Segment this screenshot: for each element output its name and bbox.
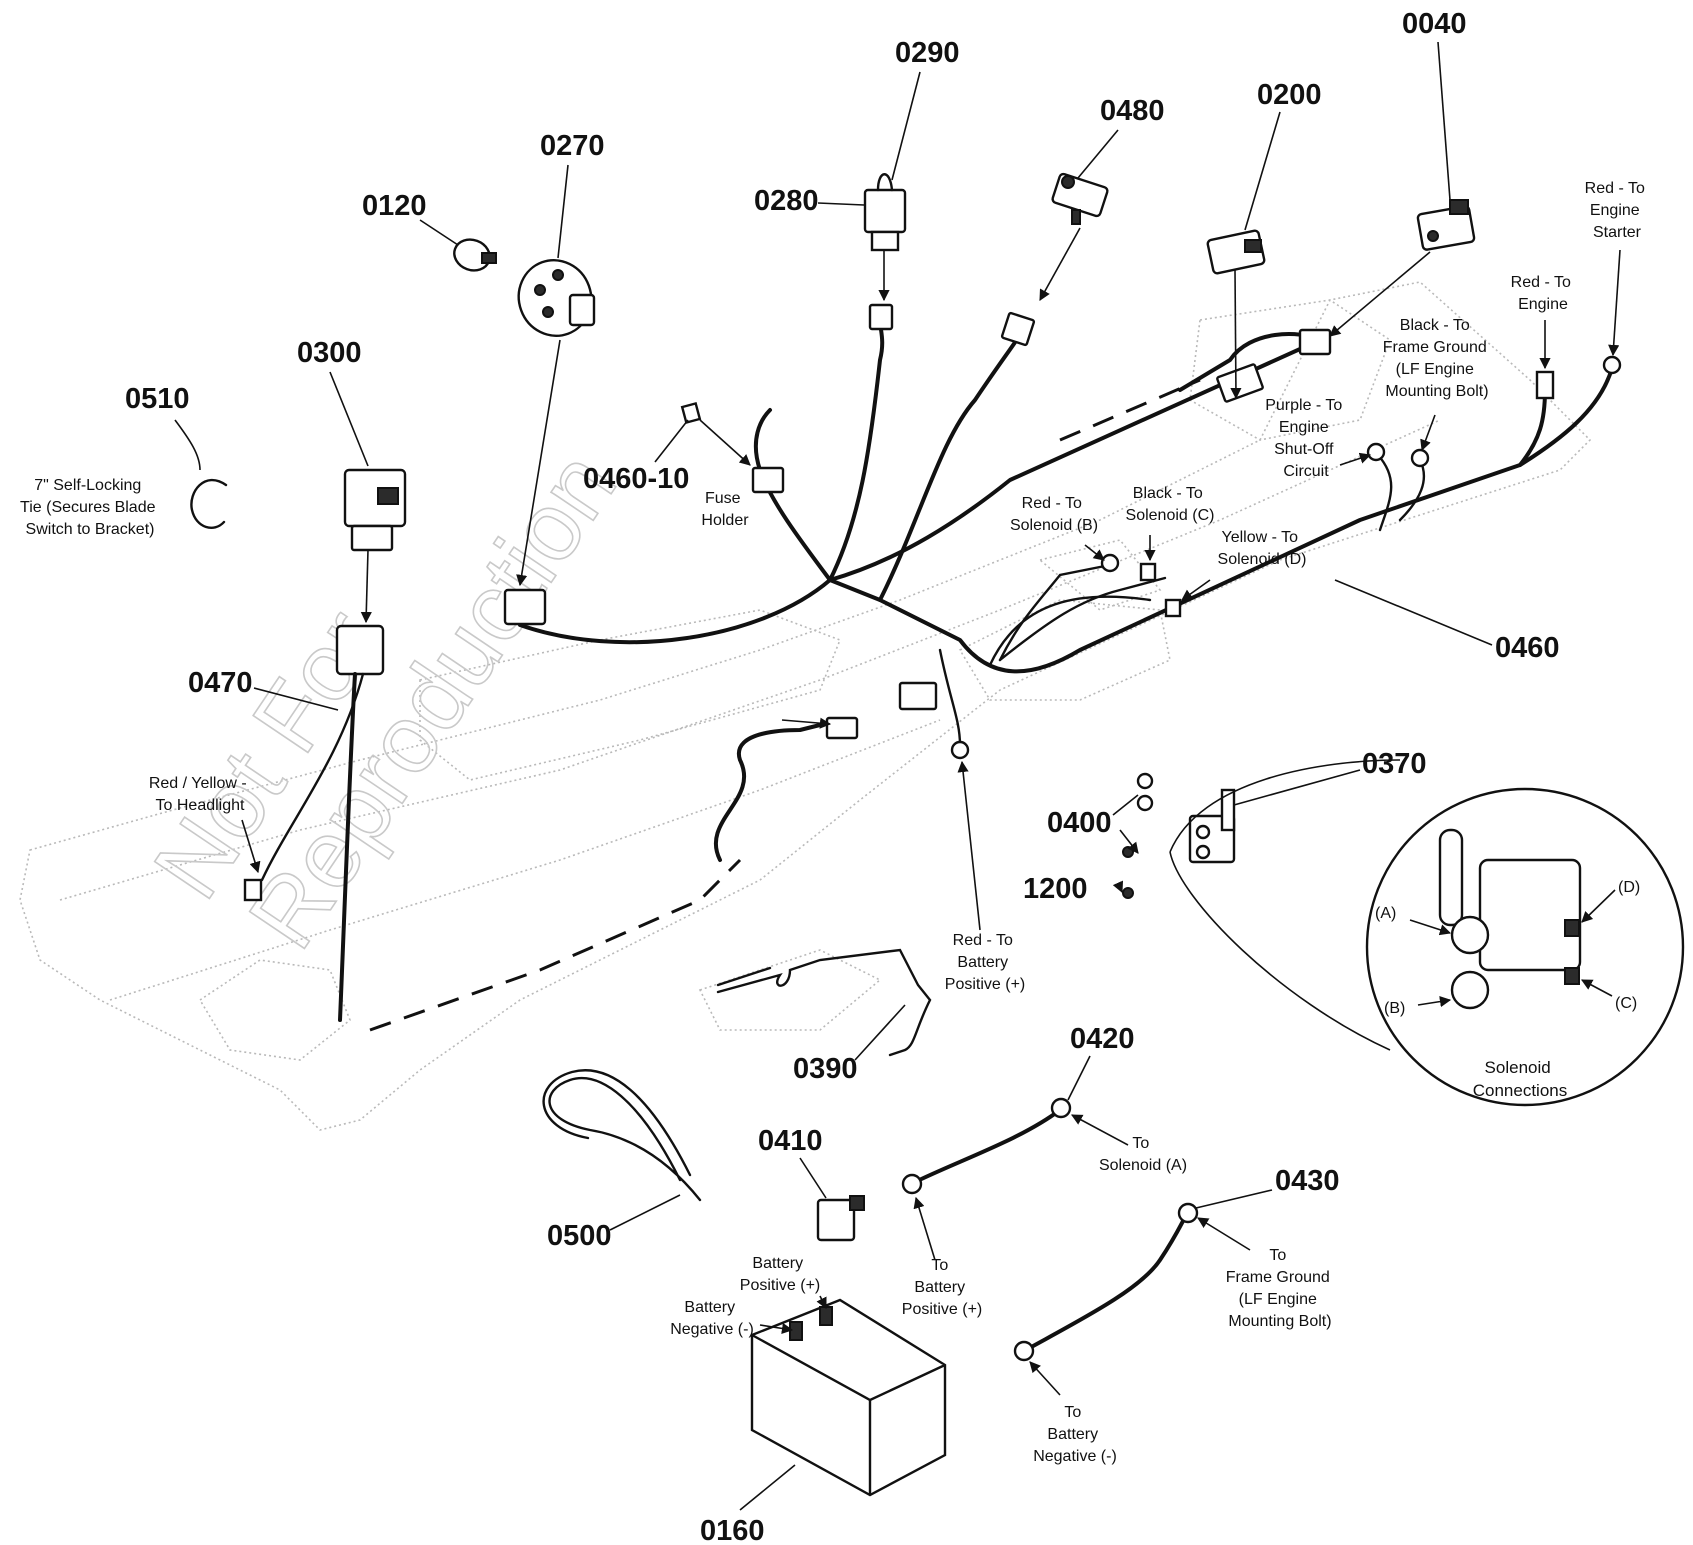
part-0510-tie [190, 478, 228, 529]
connector-0480 [1000, 311, 1036, 347]
note-to-battery-negative: To Battery Negative (-) [1033, 1404, 1117, 1465]
terminal-b-label: (B) [1384, 1000, 1405, 1017]
part-0040-switch [1416, 199, 1476, 251]
note-fuse-holder: Fuse Holder [701, 490, 749, 529]
part-0480-relay [1051, 172, 1109, 225]
connector-main [898, 681, 938, 711]
note-battery-positive: Battery Positive (+) [740, 1255, 820, 1294]
ring-terminal-shutoff [1366, 442, 1386, 462]
terminal-solenoid-d [1164, 598, 1182, 618]
headlight-terminal [243, 878, 263, 902]
note-battery-negative: Battery Negative (-) [670, 1299, 754, 1338]
callout-0510: 0510 [125, 383, 190, 415]
terminal-engine [1535, 370, 1555, 400]
part-0370-solenoid [1188, 788, 1236, 864]
part-0300-blade-switch [343, 468, 407, 552]
callout-0390: 0390 [793, 1053, 858, 1085]
ring-terminal-battery-positive [950, 740, 970, 760]
note-to-frame-ground: To Frame Ground (LF Engine Mounting Bolt… [1226, 1247, 1335, 1330]
ring-terminal-solenoid-b [1100, 553, 1120, 573]
callout-0160: 0160 [700, 1515, 765, 1545]
callout-0370: 0370 [1362, 748, 1427, 780]
terminal-a-label: (A) [1375, 905, 1396, 922]
callout-0400: 0400 [1047, 807, 1112, 839]
connector-0200 [1216, 363, 1264, 403]
callout-0200: 0200 [1257, 79, 1322, 111]
callout-0470: 0470 [188, 667, 253, 699]
part-0460-10-fuse [680, 401, 702, 425]
note-battery-positive-main: Red - To Battery Positive (+) [945, 932, 1025, 993]
part-0280-toggle-switch [863, 173, 907, 252]
part-1200-screws [1122, 846, 1134, 899]
note-frame-ground: Black - To Frame Ground (LF Engine Mount… [1383, 317, 1492, 400]
part-0420-positive-cable [901, 1097, 1072, 1195]
connector-0270 [503, 588, 547, 626]
note-engine: Red - To Engine [1511, 274, 1576, 313]
callout-0460: 0460 [1495, 632, 1560, 664]
blade-switch-connector [335, 624, 385, 676]
note-headlight: Red / Yellow - To Headlight [149, 775, 251, 814]
callout-0290: 0290 [895, 37, 960, 69]
tractor-frame-outline [19, 281, 1592, 1131]
fuse-holder [751, 466, 785, 494]
assembly-arrows [241, 227, 1621, 1396]
ring-terminal-frame-ground [1410, 448, 1430, 468]
ring-terminal-starter [1602, 355, 1622, 375]
callout-0280: 0280 [754, 185, 819, 217]
part-0120-key [453, 238, 497, 272]
main-wire-harness [369, 303, 1622, 1032]
solenoid-connections-label: Solenoid Connections [1473, 1058, 1568, 1100]
note-to-battery-positive: To Battery Positive (+) [902, 1257, 982, 1318]
part-0390-hold-down-bracket [716, 948, 932, 1057]
headlight-harness-0470 [243, 624, 385, 1022]
solenoid-connections-inset: (A) (B) (C) (D) Solenoid Connections [1169, 759, 1685, 1107]
callout-0430: 0430 [1275, 1165, 1340, 1197]
callout-0300: 0300 [297, 337, 362, 369]
callout-1200: 1200 [1023, 873, 1088, 905]
note-solenoid-b: Red - To Solenoid (B) [1010, 495, 1098, 534]
callout-0460-10: 0460-10 [583, 463, 689, 495]
callout-0420: 0420 [1070, 1023, 1135, 1055]
connector-headlight-lead [825, 716, 859, 740]
part-0410-terminal-cover [816, 1195, 865, 1242]
note-solenoid-c: Black - To Solenoid (C) [1126, 485, 1215, 524]
callout-0480: 0480 [1100, 95, 1165, 127]
callout-0040: 0040 [1402, 8, 1467, 40]
part-0400-nuts [1136, 772, 1154, 812]
part-number-callouts: 0040 0200 0480 0290 0280 0270 0120 0300 … [125, 8, 1560, 1545]
part-0500-strap [542, 1069, 702, 1202]
note-engine-starter: Red - To Engine Starter [1585, 180, 1650, 241]
callout-0120: 0120 [362, 190, 427, 222]
wiring-notes: 7" Self-Locking Tie (Secures Blade Switc… [20, 180, 1650, 1465]
note-to-solenoid-a: To Solenoid (A) [1099, 1135, 1187, 1174]
terminal-c-label: (C) [1615, 995, 1637, 1012]
part-0160-battery [750, 1298, 947, 1497]
connector-0290 [868, 303, 894, 331]
part-0200-connector [1206, 229, 1266, 275]
connector-0040 [1298, 328, 1332, 356]
note-self-locking-tie: 7" Self-Locking Tie (Secures Blade Switc… [20, 477, 160, 538]
callout-0410: 0410 [758, 1125, 823, 1157]
note-shutoff-circuit: Purple - To Engine Shut-Off Circuit [1265, 397, 1347, 480]
note-solenoid-d: Yellow - To Solenoid (D) [1218, 529, 1307, 568]
callout-0500: 0500 [547, 1220, 612, 1252]
callout-0270: 0270 [540, 130, 605, 162]
terminal-d-label: (D) [1618, 879, 1640, 896]
part-0430-ground-cable [1013, 1202, 1199, 1362]
terminal-solenoid-c [1139, 562, 1157, 582]
part-0270-ignition-switch [517, 259, 596, 337]
